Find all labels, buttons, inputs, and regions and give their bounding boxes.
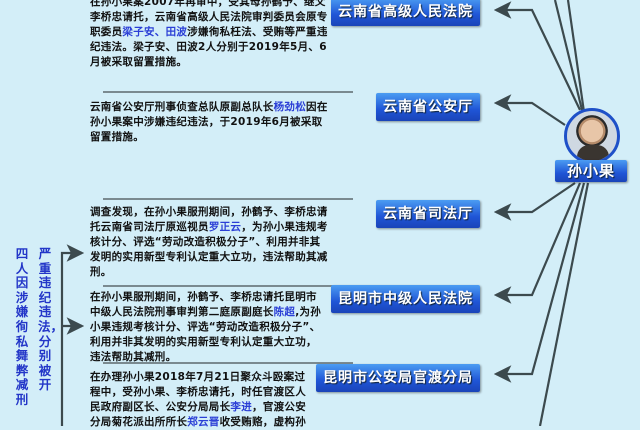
connector-3 xyxy=(493,182,576,221)
divider xyxy=(103,198,353,200)
label-yunnan-high-court: 云南省高级人民法院 xyxy=(331,0,480,26)
text-segment: ，为孙小果违规考核计分、评选“劳动改造积极分子”、利用并非其发明的实用新型专利认… xyxy=(90,221,328,278)
official-name: 陈超 xyxy=(273,306,296,318)
connector-5 xyxy=(493,182,586,383)
avatar xyxy=(564,108,620,164)
text-segment: ，官渡公安分局菊花派出所所长 xyxy=(90,401,307,428)
official-name: 梁子安、田波 xyxy=(122,26,188,38)
text-segment: 在孙小果案2007年再审中，受其母孙鹤予、继父李桥忠请托，云南省高级人民法院审判… xyxy=(90,0,328,38)
connector-6 xyxy=(538,182,590,426)
text-segment: 因在孙小果案中涉嫌违纪违法，于2019年6月被采取留置措施。 xyxy=(90,101,328,143)
text-block-guandu-police: 在办理孙小果2018年7月21日聚众斗殴案过程中，受孙小果、李桥忠请托，时任官渡… xyxy=(90,370,310,430)
text-segment: 云南省公安厅刑事侦查总队原副总队长 xyxy=(90,101,274,113)
text-segment: 收受贿赂，虚构孙 xyxy=(219,416,307,428)
label-guandu-police: 昆明市公安局官渡分局 xyxy=(316,364,480,392)
divider xyxy=(103,91,353,93)
label-yunnan-justice-dept: 云南省司法厅 xyxy=(376,200,480,228)
side-note-col2: 严重违纪违法，分别被开 xyxy=(38,246,64,393)
connector-extra xyxy=(553,0,584,111)
official-name: 杨劲松 xyxy=(273,101,307,113)
official-name: 郑云晋 xyxy=(187,416,220,428)
official-name: 罗正云 xyxy=(208,221,242,233)
text-segment: 在孙小果服刑期间，孙鹤予、李桥忠请托昆明市中级人民法院刑事审判第二庭原副庭长 xyxy=(90,291,317,318)
text-block-kunming-court: 在孙小果服刑期间，孙鹤予、李桥忠请托昆明市中级人民法院刑事审判第二庭原副庭长陈超… xyxy=(90,290,322,365)
text-segment: ,为孙小果违规考核计分、评选“劳动改造积极分子”、利用并非其发明的实用新型专利认… xyxy=(90,306,322,363)
text-block-high-court: 在孙小果案2007年再审中，受其母孙鹤予、继父李桥忠请托，云南省高级人民法院审判… xyxy=(90,0,330,70)
side-note-col1: 四人因涉嫌徇私舞弊减刑 xyxy=(15,246,29,407)
connector-2 xyxy=(493,94,566,126)
divider xyxy=(103,285,353,287)
label-kunming-intermediate-court: 昆明市中级人民法院 xyxy=(331,285,480,313)
official-name: 李进 xyxy=(230,401,253,413)
person-name: 孙小果 xyxy=(555,160,627,182)
divider xyxy=(103,362,353,364)
text-block-public-security: 云南省公安厅刑事侦查总队原副总队长杨劲松因在孙小果案中涉嫌违纪违法，于2019年… xyxy=(90,100,330,145)
connector-4 xyxy=(493,182,582,304)
label-yunnan-public-security: 云南省公安厅 xyxy=(376,93,480,121)
bracket-line xyxy=(60,244,85,426)
text-block-justice-dept: 调查发现，在孙小果服刑期间，孙鹤予、李桥忠请托云南省司法厅原巡视员罗正云，为孙小… xyxy=(90,205,330,280)
text-segment: 调查发现，在孙小果服刑期间，孙鹤予、李桥忠请托云南省司法厅原巡视员 xyxy=(90,206,328,233)
connector-1 xyxy=(493,1,581,111)
connector-extra2 xyxy=(566,0,586,113)
text-segment: 涉嫌徇私枉法、受贿等严重违纪违法。梁子安、田波2人分别于2019年5月、6月被采… xyxy=(90,26,328,68)
text-segment: 在办理孙小果2018年7月21日聚众斗殴案过程中，受孙小果、李桥忠请托，时任官渡… xyxy=(90,371,306,413)
